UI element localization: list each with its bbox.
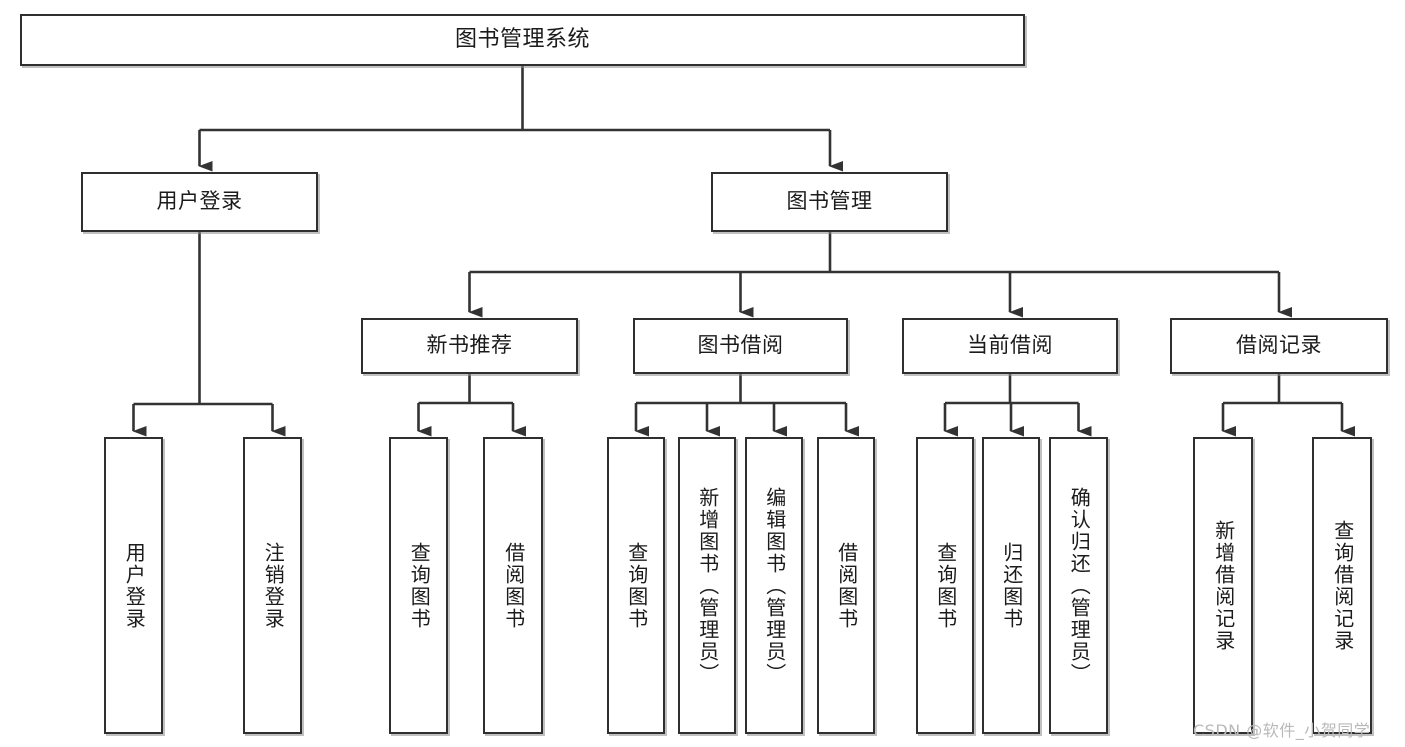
node-leaf-logout[interactable]: 注销登录 bbox=[243, 437, 302, 734]
node-leaf-query-book-3[interactable]: 查询图书 bbox=[916, 437, 974, 734]
node-leaf-add-borrow-record[interactable]: 新增借阅记录 bbox=[1193, 437, 1253, 734]
edge-current-borrow-bus bbox=[945, 374, 1079, 405]
node-leaf-user-login[interactable]: 用户登录 bbox=[104, 437, 163, 734]
edge-user-login-bus bbox=[133, 232, 273, 406]
node-leaf-user-login-label: 用户登录 bbox=[122, 541, 147, 630]
node-leaf-return-book[interactable]: 归还图书 bbox=[982, 437, 1040, 734]
node-leaf-query-book-2-label: 查询图书 bbox=[624, 541, 649, 630]
node-leaf-borrow-book-1-label: 借阅图书 bbox=[501, 541, 526, 630]
node-leaf-confirm-return-label: 确认归还（管理员） bbox=[1067, 486, 1092, 685]
node-leaf-query-borrow-record-label: 查询借阅记录 bbox=[1330, 519, 1355, 652]
node-leaf-add-book-label: 新增图书（管理员） bbox=[695, 486, 720, 685]
node-leaf-borrow-book-1[interactable]: 借阅图书 bbox=[483, 437, 543, 734]
node-leaf-borrow-book-2-label: 借阅图书 bbox=[834, 541, 859, 630]
node-leaf-add-book[interactable]: 新增图书（管理员） bbox=[678, 437, 736, 734]
edge-borrow-record-bus bbox=[1223, 374, 1342, 405]
node-new-book-recommend-label: 新书推荐 bbox=[426, 333, 513, 358]
node-leaf-return-book-label: 归还图书 bbox=[999, 541, 1024, 630]
node-root[interactable]: 图书管理系统 bbox=[20, 14, 1025, 66]
node-new-book-recommend[interactable]: 新书推荐 bbox=[361, 318, 578, 374]
edge-book-management-bus bbox=[469, 232, 1279, 274]
node-leaf-query-borrow-record[interactable]: 查询借阅记录 bbox=[1312, 437, 1372, 734]
node-leaf-borrow-book-2[interactable]: 借阅图书 bbox=[817, 437, 875, 734]
node-leaf-query-book-1[interactable]: 查询图书 bbox=[389, 437, 448, 734]
node-book-management[interactable]: 图书管理 bbox=[711, 172, 948, 232]
edge-book-borrow-bus bbox=[636, 374, 846, 405]
node-book-management-label: 图书管理 bbox=[786, 189, 873, 214]
node-leaf-add-borrow-record-label: 新增借阅记录 bbox=[1211, 519, 1236, 652]
node-current-borrow[interactable]: 当前借阅 bbox=[902, 318, 1118, 374]
node-leaf-query-book-1-label: 查询图书 bbox=[407, 541, 432, 630]
node-leaf-edit-book[interactable]: 编辑图书（管理员） bbox=[745, 437, 803, 734]
node-book-borrow-label: 图书借阅 bbox=[697, 333, 784, 358]
node-borrow-record[interactable]: 借阅记录 bbox=[1170, 318, 1388, 374]
node-user-login[interactable]: 用户登录 bbox=[81, 172, 318, 232]
edge-root-bus bbox=[199, 66, 830, 132]
node-leaf-query-book-3-label: 查询图书 bbox=[933, 541, 958, 630]
node-leaf-confirm-return[interactable]: 确认归还（管理员） bbox=[1049, 437, 1108, 734]
node-book-borrow[interactable]: 图书借阅 bbox=[633, 318, 848, 374]
node-leaf-logout-label: 注销登录 bbox=[261, 541, 286, 630]
node-leaf-query-book-2[interactable]: 查询图书 bbox=[607, 437, 665, 734]
edge-new-book-recommend-bus bbox=[418, 374, 513, 405]
node-user-login-label: 用户登录 bbox=[156, 189, 243, 214]
node-root-label: 图书管理系统 bbox=[454, 26, 590, 52]
node-borrow-record-label: 借阅记录 bbox=[1236, 333, 1322, 358]
node-current-borrow-label: 当前借阅 bbox=[967, 333, 1053, 358]
node-leaf-edit-book-label: 编辑图书（管理员） bbox=[762, 486, 787, 685]
